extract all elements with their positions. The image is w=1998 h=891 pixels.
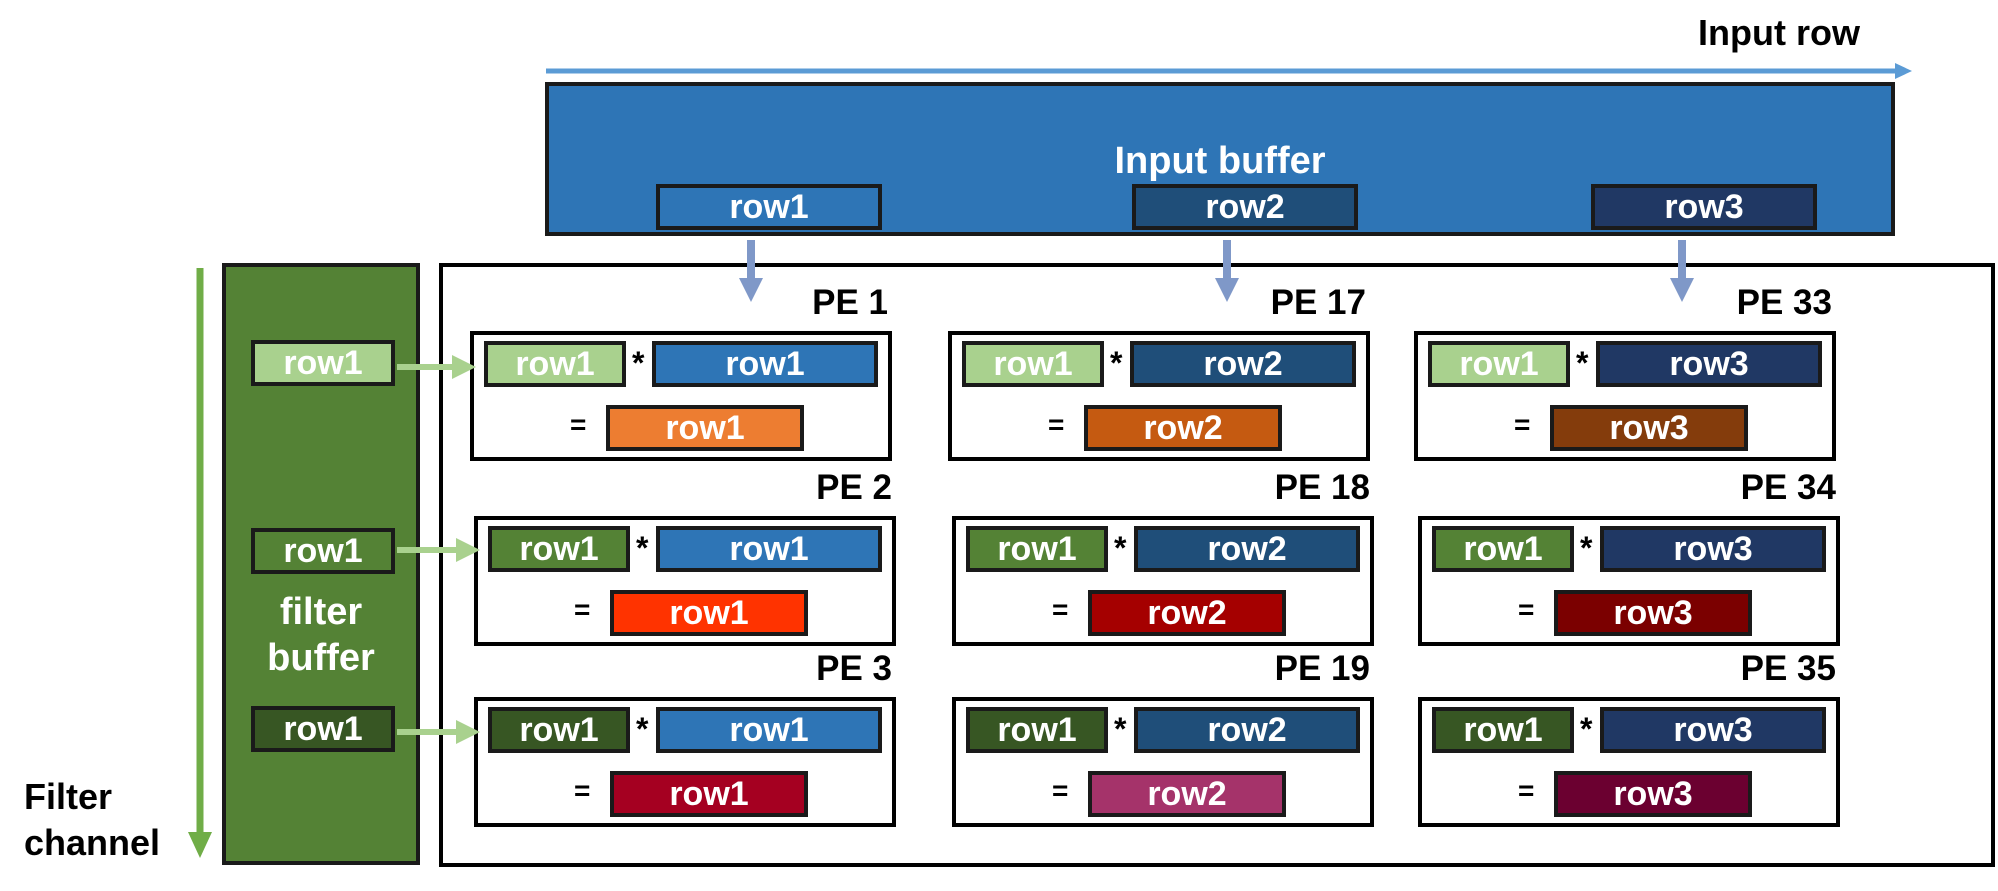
pe-output-row: row1 [610,771,808,817]
pe-output-row: row2 [1088,590,1286,636]
equals-symbol: = [574,594,591,625]
pe-filter-row: row1 [1428,341,1570,387]
input-down-arrow [1670,240,1694,302]
multiply-symbol: * [1580,711,1593,747]
pe-name: PE 1 [812,283,888,322]
multiply-symbol: * [636,711,649,747]
pe-name: PE 34 [1740,468,1836,507]
pe-output-row: row1 [610,590,808,636]
input-row-arrow [546,63,1912,79]
multiply-symbol: * [636,530,649,566]
input-row-label: Input row [1698,12,1860,53]
equals-symbol: = [574,775,591,806]
pe-name: PE 19 [1274,649,1370,688]
filter-channel-label: Filter channel [24,776,161,863]
multiply-symbol: * [1114,711,1127,747]
pe-filter-row: row1 [966,526,1108,572]
multiply-symbol: * [1580,530,1593,566]
pe-name: PE 35 [1740,649,1836,688]
pe-output-row: row3 [1554,771,1752,817]
equals-symbol: = [1048,409,1065,440]
pe-input-row: row1 [656,526,882,572]
filter-feed-arrow [397,720,480,744]
pe-output-row: row2 [1084,405,1282,451]
pe-input-row: row3 [1600,526,1826,572]
equals-symbol: = [1518,594,1535,625]
pe-filter-row: row1 [1432,526,1574,572]
multiply-symbol: * [632,345,645,381]
input-down-arrow [739,240,763,302]
pe-input-row: row3 [1596,341,1822,387]
pe-input-row: row3 [1600,707,1826,753]
pe-output-row: row2 [1088,771,1286,817]
pe-name: PE 3 [816,649,892,688]
filter-buffer-row: row1 [251,706,395,752]
filter-feed-arrow [397,355,476,379]
multiply-symbol: * [1114,530,1127,566]
pe-input-row: row2 [1134,526,1360,572]
pe-output-row: row3 [1550,405,1748,451]
pe-input-row: row1 [656,707,882,753]
pe-output-row: row1 [606,405,804,451]
pe-filter-row: row1 [962,341,1104,387]
pe-filter-row: row1 [488,526,630,572]
pe-filter-row: row1 [1432,707,1574,753]
input-buffer-row: row2 [1132,184,1358,230]
pe-input-row: row2 [1130,341,1356,387]
pe-filter-row: row1 [966,707,1108,753]
multiply-symbol: * [1576,345,1589,381]
pe-filter-row: row1 [484,341,626,387]
filter-buffer-title: filter buffer [267,591,375,679]
pe-filter-row: row1 [488,707,630,753]
pe-name: PE 2 [816,468,892,507]
equals-symbol: = [1052,775,1069,806]
input-buffer-title: Input buffer [1114,140,1326,182]
equals-symbol: = [1518,775,1535,806]
pe-name: PE 18 [1274,468,1370,507]
pe-name: PE 33 [1736,283,1832,322]
filter-channel-arrow [188,268,212,858]
pe-name: PE 17 [1270,283,1366,322]
equals-symbol: = [1052,594,1069,625]
filter-buffer-row: row1 [251,528,395,574]
pe-input-row: row2 [1134,707,1360,753]
multiply-symbol: * [1110,345,1123,381]
pe-input-row: row1 [652,341,878,387]
input-buffer-row: row3 [1591,184,1817,230]
equals-symbol: = [1514,409,1531,440]
pe-output-row: row3 [1554,590,1752,636]
input-buffer-row: row1 [656,184,882,230]
filter-feed-arrow [397,538,480,562]
equals-symbol: = [570,409,587,440]
filter-buffer-row: row1 [251,340,395,386]
input-down-arrow [1215,240,1239,302]
